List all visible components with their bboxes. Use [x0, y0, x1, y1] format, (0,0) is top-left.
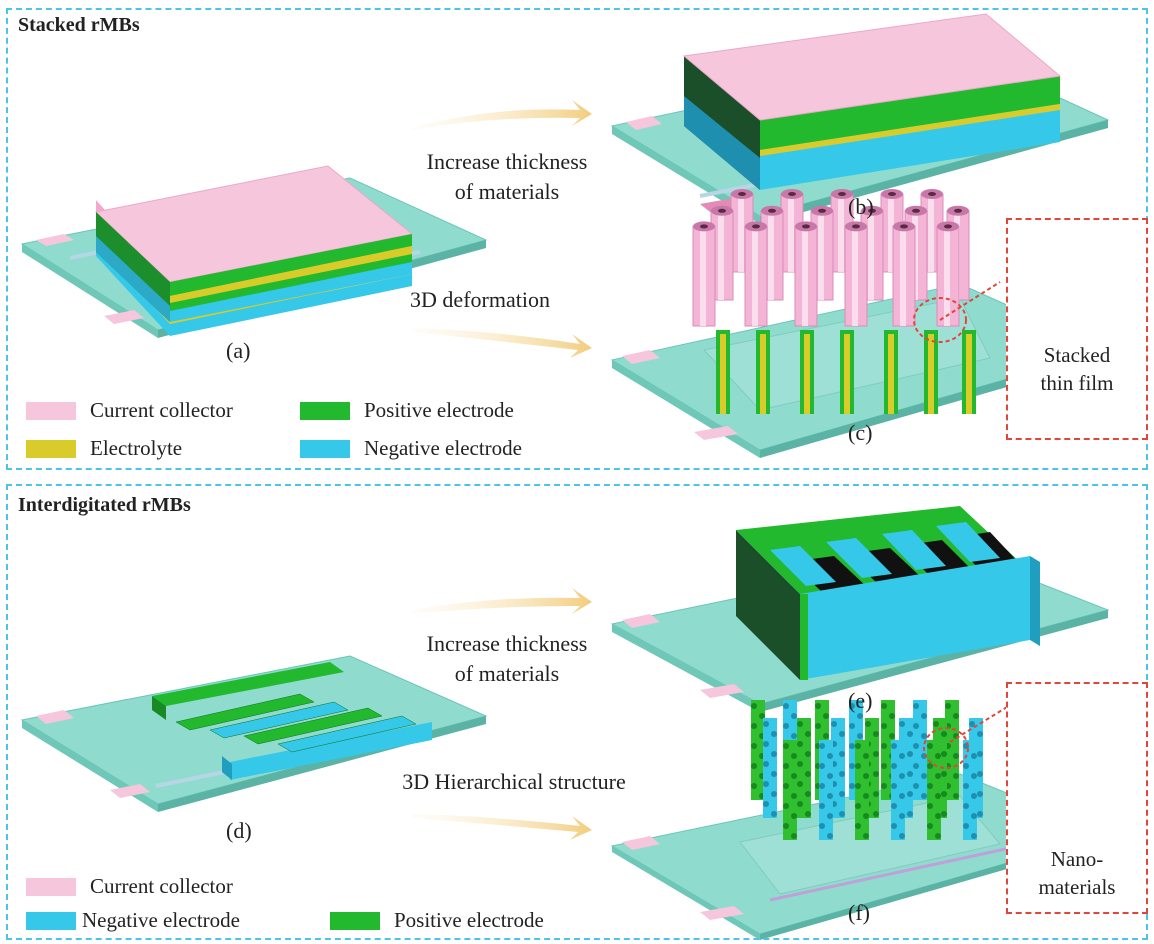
swatch-negative-electrode	[26, 911, 76, 930]
nanopillar	[751, 700, 765, 800]
nanopillar	[797, 718, 811, 818]
stacked-callout-text-2: thin film	[1040, 371, 1114, 395]
arrow-to-e	[412, 588, 592, 614]
legend-label: Current collector	[90, 398, 233, 422]
pillar	[744, 221, 768, 327]
nanopillar	[927, 740, 941, 840]
pillar-wall	[962, 330, 976, 414]
label-f: (f)	[848, 900, 870, 925]
pillar-wall	[756, 330, 770, 414]
fingers-d-group	[175, 693, 417, 753]
label-b: (b)	[848, 194, 874, 219]
nanopillars-group	[751, 700, 983, 840]
stacked-callout-text-1: Stacked	[1043, 343, 1111, 367]
interdigitated-battery-e	[610, 506, 1110, 712]
nanopillar	[891, 740, 905, 840]
label-e: (e)	[848, 688, 873, 713]
pillar-wall	[840, 330, 854, 414]
pillar-wall	[800, 330, 814, 414]
legend-label: Negative electrode	[82, 908, 240, 932]
legend-electrolyte: Electrolyte	[26, 436, 182, 461]
nanopillar	[763, 718, 777, 818]
pillar-wall	[884, 330, 898, 414]
interdigitated-rmbs-panel	[6, 484, 1148, 940]
pillar-wall	[924, 330, 938, 414]
label-d: (d)	[226, 818, 252, 843]
nanopillar	[819, 740, 833, 840]
pillar	[692, 221, 716, 327]
legend-positive-electrode: Positive electrode	[300, 398, 514, 423]
label-a: (a)	[226, 338, 251, 363]
label-c: (c)	[848, 420, 873, 445]
interdigitated-title: Interdigitated rMBs	[18, 494, 191, 516]
nanopillar	[831, 718, 845, 818]
stacked-battery-b	[610, 13, 1110, 224]
pillar	[794, 221, 818, 327]
swatch-positive-electrode	[300, 401, 350, 420]
legend-label: Current collector	[90, 874, 233, 898]
swatch-negative-electrode	[300, 439, 350, 458]
electrode-finger	[277, 715, 417, 753]
callout-pointer-top	[939, 281, 1001, 321]
swatch-electrolyte	[26, 439, 76, 458]
legend-current-collector: Current collector	[26, 398, 233, 423]
text-thickness-top-2: of materials	[454, 179, 560, 204]
legend-current-collector-bottom: Current collector	[26, 874, 233, 899]
nanopillar	[963, 740, 977, 840]
pillar	[710, 205, 734, 301]
pillar	[844, 221, 868, 327]
nanopillar	[783, 740, 797, 840]
pillar	[892, 221, 916, 327]
nanopillar	[855, 740, 869, 840]
text-thickness-top-1: Increase thickness	[426, 149, 588, 174]
nanomaterials-callout-box: Nano- materials	[1006, 682, 1148, 914]
text-thickness-bottom-2: of materials	[454, 661, 560, 686]
nanopillar	[913, 700, 927, 800]
zoom-circle-top	[913, 297, 967, 343]
text-3d-deformation: 3D deformation	[410, 287, 550, 312]
legend-positive-electrode-bottom: Positive electrode	[330, 908, 544, 933]
arrow-to-b	[412, 100, 592, 130]
pillar	[936, 221, 960, 327]
electrode-finger	[175, 693, 315, 731]
swatch-current-collector	[26, 877, 76, 896]
legend-negative-electrode-bottom: Negative electrode	[26, 908, 240, 933]
callout-pointer-bottom	[949, 703, 1013, 743]
text-hierarchical: 3D Hierarchical structure	[402, 769, 626, 794]
legend-label: Negative electrode	[364, 436, 522, 460]
electrode-finger	[243, 707, 383, 745]
text-thickness-bottom-1: Increase thickness	[426, 631, 588, 656]
legend-label: Electrolyte	[90, 436, 183, 460]
stacked-title: Stacked rMBs	[18, 14, 140, 36]
zoom-circle-bottom	[923, 727, 969, 769]
pillar-wall	[716, 330, 730, 414]
pillars-group	[692, 189, 976, 414]
arrow-to-c	[412, 328, 592, 358]
legend-label: Positive electrode	[394, 908, 544, 932]
stacked-callout-box: Stacked thin film	[1006, 218, 1148, 440]
swatch-positive-electrode	[330, 911, 380, 930]
nano-callout-text-2: materials	[1038, 875, 1116, 899]
swatch-current-collector	[26, 401, 76, 420]
legend-negative-electrode: Negative electrode	[300, 436, 522, 461]
nano-callout-text-1: Nano-	[1050, 847, 1104, 871]
electrode-finger	[209, 701, 349, 739]
legend-label: Positive electrode	[364, 398, 514, 422]
arrow-to-f	[412, 814, 592, 840]
stacked-battery-a	[20, 165, 488, 338]
